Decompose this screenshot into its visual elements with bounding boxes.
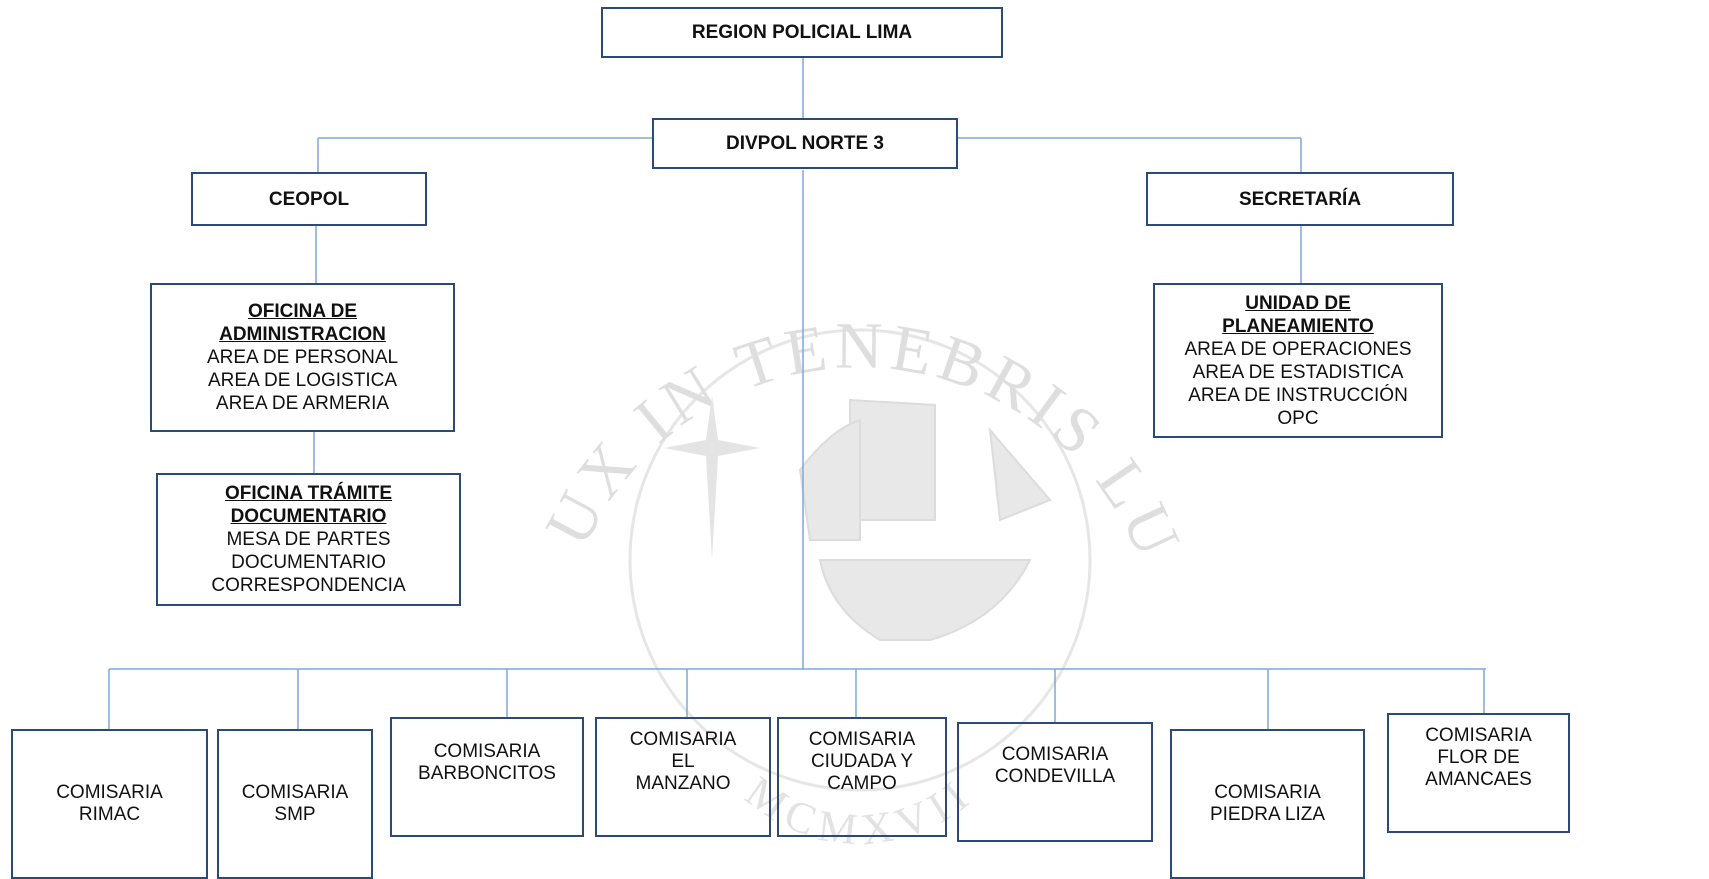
area-personal: AREA DE PERSONAL: [206, 347, 399, 368]
comisaria-el-manzano-line-3: MANZANO: [635, 773, 731, 794]
comisaria-piedra-liza-line-2: PIEDRA LIZA: [1209, 804, 1326, 825]
comisaria-barboncitos-line-1: COMISARIA: [433, 741, 541, 762]
comisaria-ciudada-campo-line-1: COMISARIA: [808, 729, 916, 750]
comisaria-flor-amancaes-line-2: FLOR DE: [1437, 747, 1520, 768]
comisaria-condevilla-box: COMISARIA CONDEVILLA: [957, 722, 1153, 842]
comisaria-ciudada-campo-line-2: CIUDADA Y: [810, 751, 914, 772]
ceopol-box: CEOPOL: [191, 172, 427, 226]
comisaria-ciudada-campo-line-3: CAMPO: [827, 773, 897, 794]
comisaria-smp-line-1: COMISARIA: [241, 782, 349, 803]
region-policial-box: REGION POLICIAL LIMA: [601, 7, 1003, 58]
oficina-administracion-heading-2: ADMINISTRACION: [219, 324, 386, 345]
region-policial-label: REGION POLICIAL LIMA: [691, 22, 913, 43]
comisaria-flor-amancaes-box: COMISARIA FLOR DE AMANCAES: [1387, 713, 1570, 833]
mesa-de-partes: MESA DE PARTES: [226, 529, 391, 550]
comisaria-smp-line-2: SMP: [274, 804, 316, 825]
ceopol-label: CEOPOL: [268, 188, 350, 210]
secretaria-label: SECRETARÍA: [1238, 188, 1362, 210]
comisaria-smp-box: COMISARIA SMP: [217, 729, 373, 879]
comisaria-barboncitos-line-2: BARBONCITOS: [418, 763, 556, 784]
comisaria-el-manzano-line-2: EL: [671, 751, 695, 772]
correspondencia: CORRESPONDENCIA: [211, 575, 406, 596]
comisaria-rimac-line-1: COMISARIA: [56, 782, 163, 803]
area-instruccion: AREA DE INSTRUCCIÓN: [1188, 384, 1408, 406]
comisaria-flor-amancaes-line-1: COMISARIA: [1425, 725, 1532, 746]
unidad-planeamiento-box: UNIDAD DE PLANEAMIENTO AREA DE OPERACION…: [1153, 283, 1443, 438]
comisaria-condevilla-line-1: COMISARIA: [1001, 744, 1109, 765]
comisaria-rimac-line-2: RIMAC: [78, 804, 141, 825]
opc: OPC: [1277, 407, 1319, 429]
oficina-administracion-box: OFICINA DE ADMINISTRACION AREA DE PERSON…: [150, 283, 455, 432]
divpol-box: DIVPOL NORTE 3: [652, 118, 958, 169]
oficina-administracion-heading-1: OFICINA DE: [247, 301, 358, 322]
comisaria-piedra-liza-box: COMISARIA PIEDRA LIZA: [1170, 729, 1365, 879]
area-estadistica: AREA DE ESTADISTICA: [1192, 361, 1404, 383]
comisaria-ciudada-campo-box: COMISARIA CIUDADA Y CAMPO: [777, 717, 947, 837]
area-operaciones: AREA DE OPERACIONES: [1184, 338, 1412, 360]
oficina-tramite-box: OFICINA TRÁMITE DOCUMENTARIO MESA DE PAR…: [156, 473, 461, 606]
secretaria-box: SECRETARÍA: [1146, 172, 1454, 226]
divpol-label: DIVPOL NORTE 3: [725, 133, 884, 154]
oficina-tramite-heading-2: DOCUMENTARIO: [230, 506, 387, 527]
comisaria-flor-amancaes-line-3: AMANCAES: [1425, 769, 1532, 790]
comisaria-el-manzano-box: COMISARIA EL MANZANO: [595, 717, 771, 837]
area-logistica: AREA DE LOGISTICA: [208, 370, 397, 391]
comisaria-barboncitos-box: COMISARIA BARBONCITOS: [390, 717, 584, 837]
comisaria-condevilla-line-2: CONDEVILLA: [994, 766, 1116, 787]
unidad-planeamiento-heading-1: UNIDAD DE: [1245, 292, 1351, 314]
comisaria-rimac-box: COMISARIA RIMAC: [11, 729, 208, 879]
oficina-tramite-heading-1: OFICINA TRÁMITE: [224, 483, 393, 504]
unidad-planeamiento-heading-2: PLANEAMIENTO: [1222, 315, 1374, 337]
documentario: DOCUMENTARIO: [231, 552, 386, 573]
area-armeria: AREA DE ARMERIA: [215, 393, 390, 414]
comisaria-piedra-liza-line-1: COMISARIA: [1214, 782, 1321, 803]
comisaria-el-manzano-line-1: COMISARIA: [629, 729, 737, 750]
